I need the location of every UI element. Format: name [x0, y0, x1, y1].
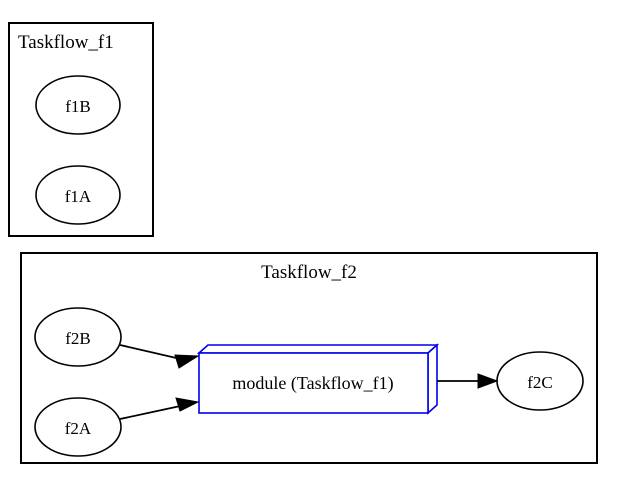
module-label: module (Taskflow_f1) — [232, 373, 393, 394]
edge-f2B-to-module[interactable] — [119, 344, 200, 369]
node-f1B-label: f1B — [65, 97, 91, 116]
edge-module-to-f2C[interactable] — [437, 373, 499, 389]
node-module-taskflow-f1[interactable]: module (Taskflow_f1) — [196, 343, 440, 415]
node-f2B-shape — [34, 307, 122, 367]
node-f1B-shape — [35, 75, 121, 135]
edge-module-to-f2C-arrowhead — [477, 373, 499, 389]
node-f2C[interactable]: f2C — [496, 351, 584, 411]
node-f2B[interactable]: f2B — [34, 307, 122, 367]
module-box3d-front-face — [198, 352, 429, 414]
cluster-f2-border — [20, 252, 598, 464]
edge-f2A-to-module-line — [119, 404, 186, 420]
node-f2A[interactable]: f2A — [34, 397, 122, 457]
node-f1A-label: f1A — [65, 187, 92, 206]
cluster-taskflow-f1[interactable]: Taskflow_f1 — [8, 22, 154, 237]
node-f2C-label: f2C — [527, 373, 553, 392]
node-f2A-shape — [34, 397, 122, 457]
cluster-f1-label: Taskflow_f1 — [18, 32, 114, 53]
node-f1B[interactable]: f1B — [35, 75, 121, 135]
module-box3d-right-face — [427, 343, 438, 415]
module-box3d-top-face — [196, 344, 440, 354]
node-f1A-shape — [35, 165, 121, 225]
edge-f2A-to-module[interactable] — [119, 397, 200, 420]
edge-f2A-to-module-arrowhead — [175, 397, 200, 412]
cluster-f1-border — [8, 22, 154, 237]
cluster-f2-label: Taskflow_f2 — [261, 262, 357, 283]
node-f2A-label: f2A — [65, 419, 92, 438]
node-f2B-label: f2B — [65, 329, 91, 348]
node-f1A[interactable]: f1A — [35, 165, 121, 225]
edge-f2B-to-module-arrowhead — [174, 354, 200, 369]
cluster-taskflow-f2[interactable]: Taskflow_f2 — [20, 252, 598, 464]
edge-f2B-to-module-line — [119, 344, 186, 361]
